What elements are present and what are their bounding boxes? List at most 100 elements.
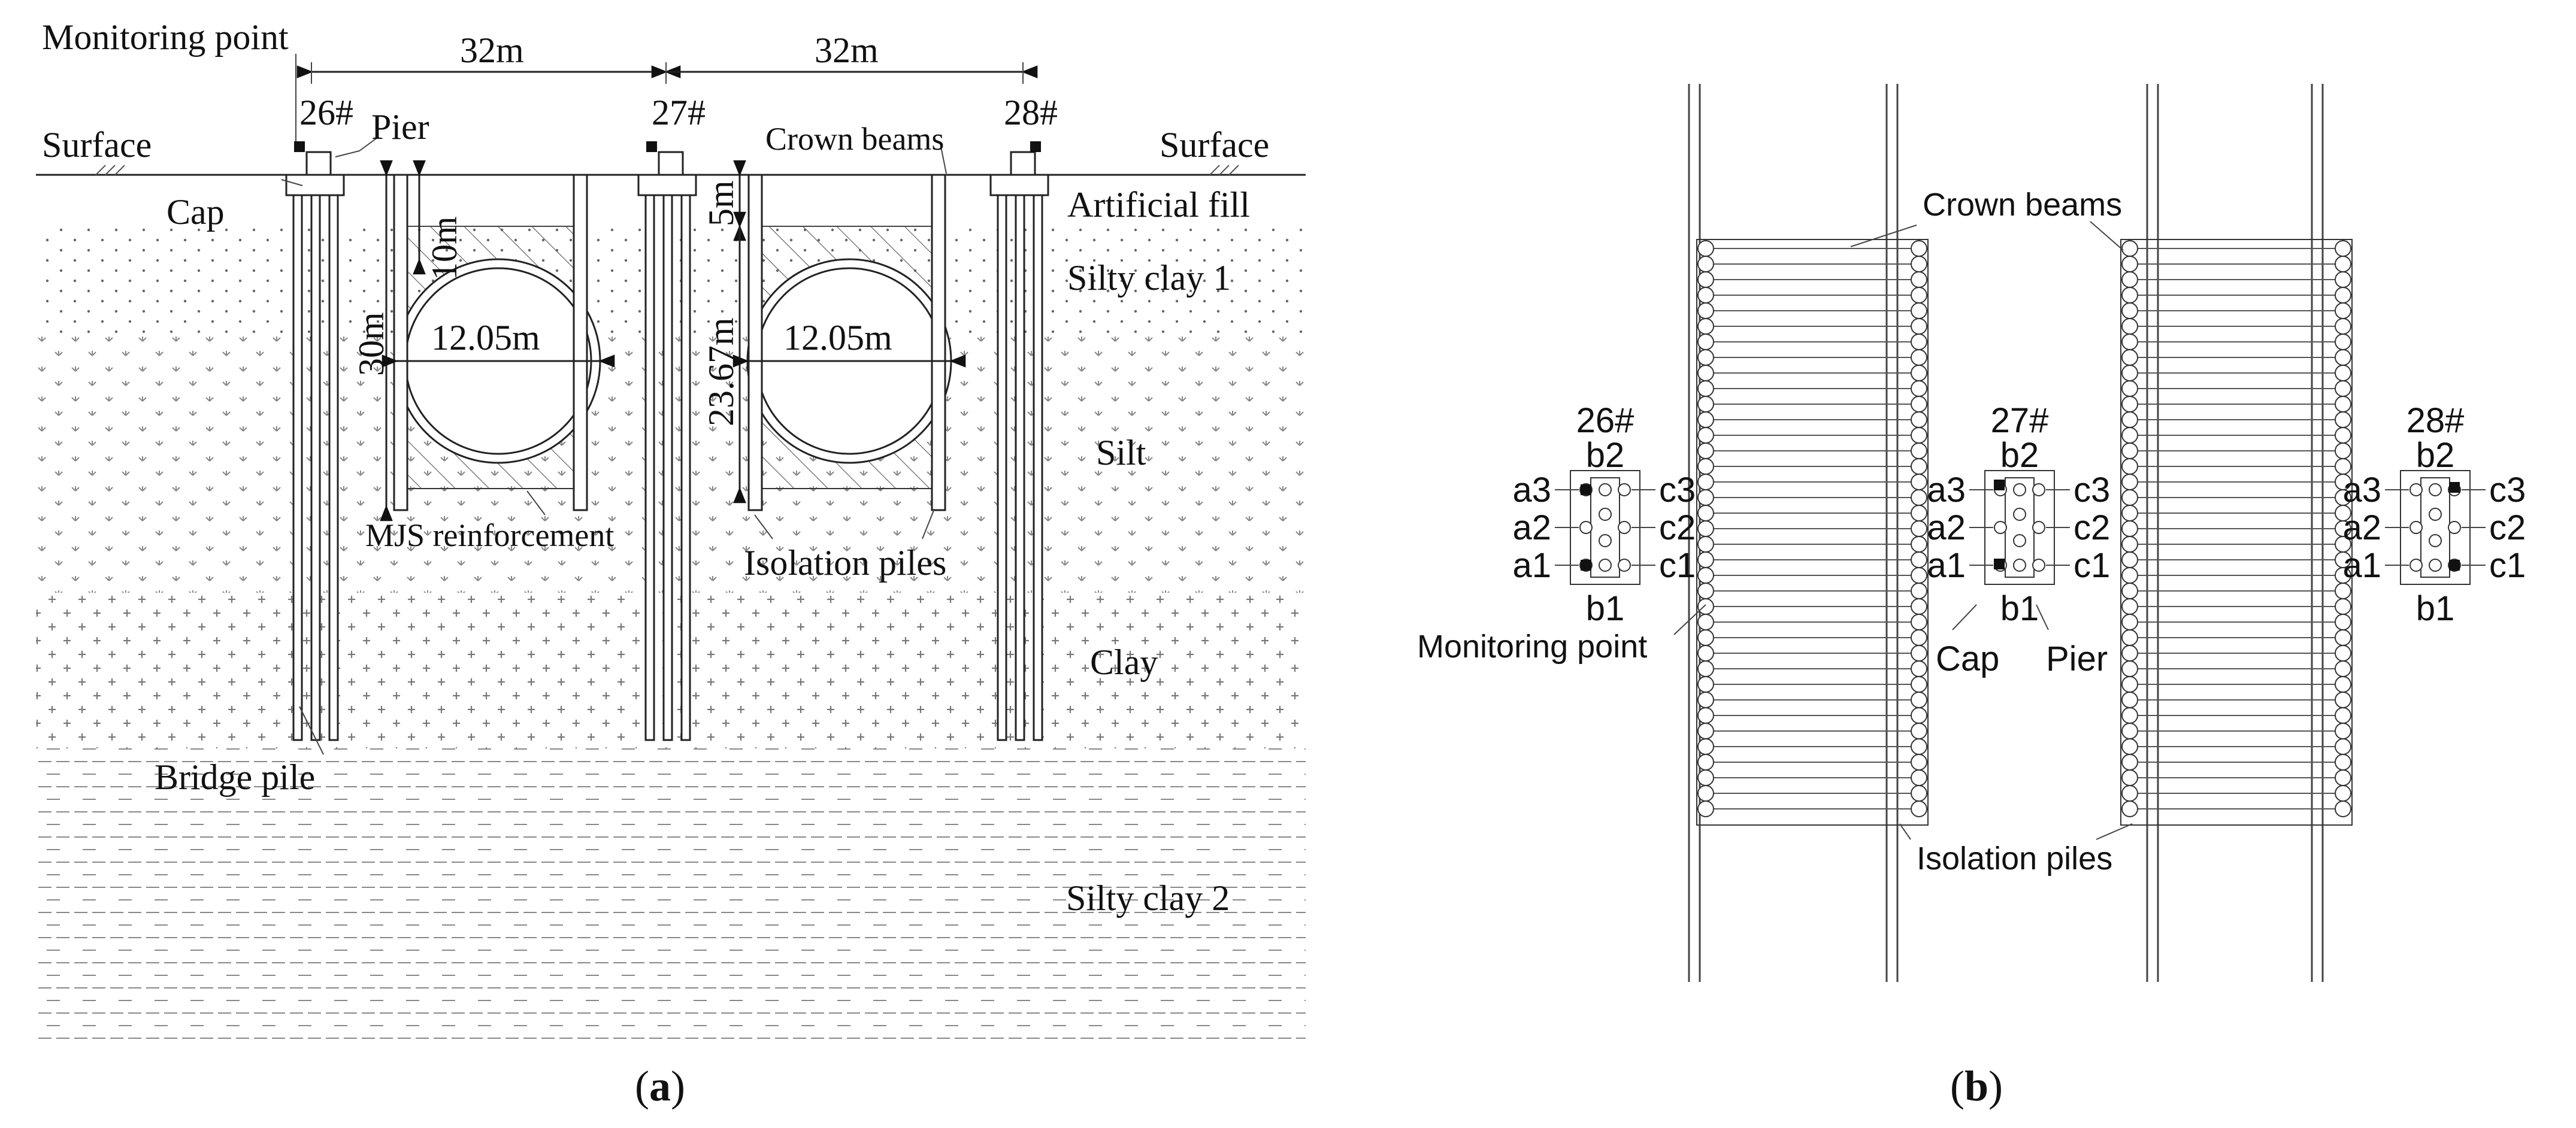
pile-circle xyxy=(2032,521,2045,534)
isolation-pile-circle xyxy=(2121,287,2138,304)
c-label: c2 xyxy=(1659,508,1696,547)
isolation-pile-circle xyxy=(1911,692,1927,708)
isolation-pile-circle xyxy=(2335,660,2351,677)
pile-circle xyxy=(2032,559,2045,572)
pier-28-label: 28# xyxy=(1004,93,1058,132)
isolation-pile-circle xyxy=(2335,365,2351,381)
isolation-pile-circle xyxy=(2121,240,2138,257)
isolation-pile-circle xyxy=(1911,349,1927,366)
isolation-pile-circle xyxy=(2121,723,2138,739)
crown-beams-right xyxy=(2120,239,2353,826)
c-label: c1 xyxy=(1659,546,1696,585)
b2-label: b2 xyxy=(2000,436,2039,475)
isolation-pile-circle xyxy=(1911,287,1927,304)
a-label: a3 xyxy=(1927,471,1966,510)
isolation-piles-a xyxy=(393,174,946,511)
isolation-pile-circle xyxy=(2121,738,2138,755)
isolation-piles-label-b: Isolation piles xyxy=(1917,841,2112,877)
isolation-pile-circle xyxy=(2121,536,2138,553)
monitoring-point-marker xyxy=(1581,484,1591,495)
isolation-pile-circle xyxy=(1911,302,1927,319)
isolation-pile-circle xyxy=(2335,723,2351,739)
isolation-pile-circle xyxy=(1911,754,1927,771)
pile-circle xyxy=(2013,483,2026,496)
isolation-piles-label-a: Isolation piles xyxy=(744,543,946,583)
pier-label-a: Pier xyxy=(371,107,429,147)
b1-label: b1 xyxy=(2416,589,2455,628)
crown-beams-left xyxy=(1696,239,1929,826)
isolation-pile-circle xyxy=(1911,614,1927,630)
isolation-pile-circle xyxy=(1697,489,1714,506)
isolation-pile-circle xyxy=(1911,318,1927,335)
a-label: a1 xyxy=(2342,546,2381,585)
isolation-pile-circle xyxy=(2335,240,2351,257)
span-2-label: 32m xyxy=(815,31,879,70)
isolation-pile-circle xyxy=(2121,474,2138,490)
monitoring-point-marker xyxy=(2449,560,2460,571)
isolation-pile-circle xyxy=(1697,411,1714,428)
isolation-pile-circle xyxy=(2121,754,2138,771)
ground-hatch-left xyxy=(95,165,1239,175)
isolation-pile-circle xyxy=(2121,567,2138,584)
isolation-pile-circle xyxy=(1911,333,1927,350)
bridge-pile-label: Bridge pile xyxy=(155,757,315,797)
pile-circle xyxy=(2429,559,2442,572)
isolation-pile-circle xyxy=(1911,800,1927,817)
bridge-pier-28 xyxy=(989,141,1049,741)
isolation-pile-circle xyxy=(2121,505,2138,521)
isolation-pile-circle xyxy=(2121,660,2138,677)
isolation-pile-circle xyxy=(1911,723,1927,739)
c-label: c3 xyxy=(2489,471,2526,510)
isolation-pile-circle xyxy=(1911,629,1927,646)
isolation-pile-circle xyxy=(2335,271,2351,288)
b2-label: b2 xyxy=(2416,436,2455,475)
isolation-pile-circle xyxy=(1697,769,1714,786)
isolation-pile-circle xyxy=(1697,349,1714,366)
isolation-pile-circle xyxy=(1911,505,1927,521)
pile-circle xyxy=(1599,508,1612,521)
bridge-pier-27 xyxy=(637,141,697,741)
isolation-pile-circle xyxy=(1911,785,1927,802)
isolation-pile-circle xyxy=(1697,333,1714,350)
isolation-pile-circle xyxy=(2121,318,2138,335)
crown-beams-label-b: Crown beams xyxy=(1923,187,2122,223)
leaders-a xyxy=(281,54,947,755)
b2-label: b2 xyxy=(1586,436,1625,475)
isolation-pile-circle xyxy=(1697,505,1714,521)
isolation-pile-circle xyxy=(1911,598,1927,615)
isolation-pile-circle xyxy=(2121,629,2138,646)
cap-label-a: Cap xyxy=(167,192,225,232)
isolation-pile-circle xyxy=(1697,567,1714,584)
isolation-pile-circle xyxy=(2121,598,2138,615)
isolation-pile-circle xyxy=(1697,474,1714,490)
isolation-pile-circle xyxy=(2335,318,2351,335)
isolation-pile-circle xyxy=(2121,785,2138,802)
isolation-pile-circle xyxy=(1911,769,1927,786)
isolation-pile-circle xyxy=(2121,442,2138,459)
pile-circle xyxy=(1599,483,1612,496)
caption-b: (b) xyxy=(1950,1062,2003,1110)
isolation-pile-circle xyxy=(1697,583,1714,599)
isolation-pile-circle xyxy=(2335,676,2351,693)
pile-circle xyxy=(2013,508,2026,521)
isolation-pile-circle xyxy=(1697,287,1714,304)
isolation-pile-circle xyxy=(2335,287,2351,304)
monitoring-point-marker xyxy=(1994,559,2005,569)
pier-26-label: 26# xyxy=(299,93,353,132)
pile-circle xyxy=(1618,521,1631,534)
pier-label-b: Pier xyxy=(2046,639,2108,678)
isolation-pile-circle xyxy=(1697,240,1714,257)
isolation-pile-circle xyxy=(1911,536,1927,553)
isolation-pile-circle xyxy=(1697,738,1714,755)
crown-beam-frame xyxy=(1696,239,1929,826)
isolation-pile-circle xyxy=(1911,396,1927,413)
isolation-pile-circle xyxy=(2335,380,2351,397)
isolation-pile-circle xyxy=(1697,520,1714,537)
layer-silty-clay-2-area xyxy=(36,748,1306,1048)
c-label: c3 xyxy=(2073,471,2110,510)
crown-beams-label-a: Crown beams xyxy=(765,121,944,157)
isolation-pile-circle xyxy=(1697,614,1714,630)
isolation-pile-circle xyxy=(1697,302,1714,319)
